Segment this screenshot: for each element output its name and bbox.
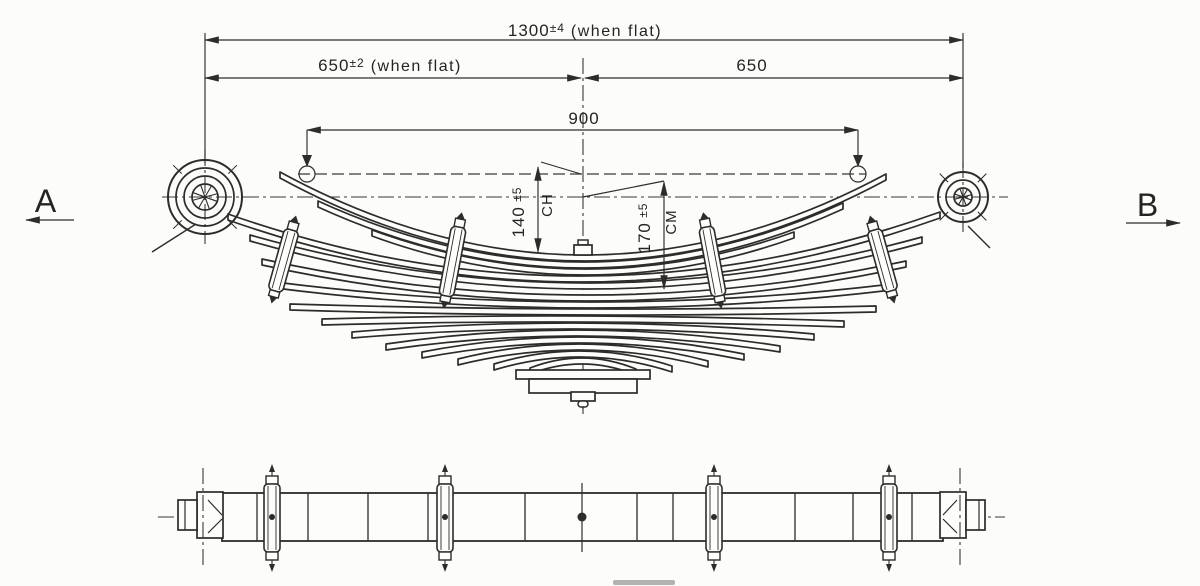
dim-label-170: 170 ±5 — [635, 203, 654, 254]
witness-140 — [540, 161, 582, 175]
spring-eye-left — [151, 150, 243, 253]
leaf-stack — [227, 171, 941, 376]
centerlines — [162, 58, 1008, 414]
dimension-lines — [24, 33, 1182, 291]
dim-label-cm: CM — [663, 209, 680, 234]
bottom-clamp-4 — [880, 464, 898, 572]
leaf-clamp-3 — [698, 212, 727, 309]
bottom-clamp-2 — [436, 464, 454, 572]
bottom-clamp-1 — [263, 464, 281, 572]
leaf-spring-geometry — [151, 58, 1008, 585]
scan-smudge — [613, 580, 675, 585]
leaf-clamp-2 — [438, 212, 467, 309]
seat-plate-and-centre-bolt — [515, 239, 651, 409]
spring-bottom-view — [158, 464, 1005, 585]
dim-label-650-left: 650±2 (when flat) — [318, 56, 462, 75]
dim-label-140: 140 ±5 — [509, 187, 528, 238]
datum-arrow-left — [302, 155, 312, 167]
dim-label-900: 900 — [568, 109, 599, 128]
dim-label-ch: CH — [539, 193, 556, 217]
bottom-clamp-3 — [705, 464, 723, 572]
leaf-clamp-1 — [267, 215, 300, 304]
witness-170 — [582, 180, 665, 198]
leaf-clamp-4 — [866, 215, 899, 304]
view-label-a: A — [35, 183, 57, 219]
view-label-b: B — [1137, 187, 1159, 223]
dim-label-650-right: 650 — [736, 56, 767, 75]
dim-label-1300: 1300±4 (when flat) — [508, 21, 662, 40]
datum-arrow-right — [853, 155, 863, 167]
spring-eye-right — [937, 162, 991, 249]
